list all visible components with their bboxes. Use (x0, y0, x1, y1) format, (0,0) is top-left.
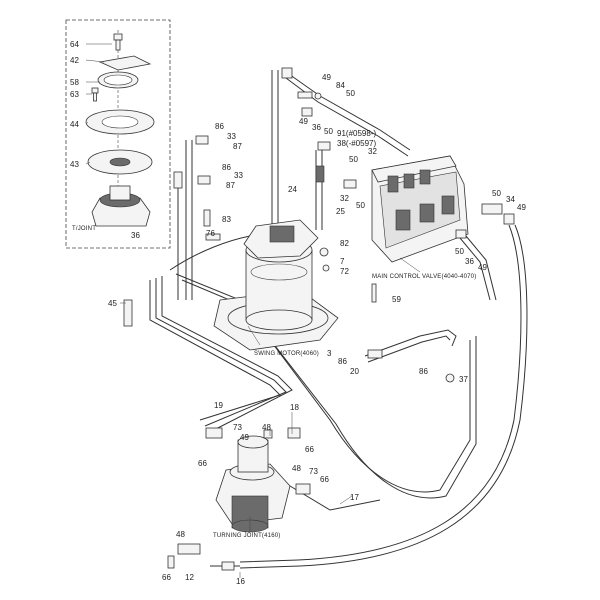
callout-16: 16 (236, 577, 245, 586)
callout-50: 50 (455, 247, 464, 256)
callout-labels: 49 84 50 49 36 50 91(#0598-) 38(-#0597) … (108, 73, 526, 586)
callout-86: 86 (215, 122, 224, 131)
callout-18: 18 (290, 403, 299, 412)
callout-49: 49 (478, 263, 487, 272)
callout-66: 66 (162, 573, 171, 582)
callout-50: 50 (324, 127, 333, 136)
callout-72: 72 (340, 267, 349, 276)
callout-87: 87 (226, 181, 235, 190)
callout-73: 73 (309, 467, 318, 476)
callout-66: 66 (320, 475, 329, 484)
caption-swing-motor: SWING MOTOR(4060) (254, 351, 319, 357)
callout-33: 33 (227, 132, 236, 141)
bolt-64-icon (113, 33, 123, 51)
leader-lines (120, 257, 421, 578)
callout-87: 87 (233, 142, 242, 151)
callout-7: 7 (340, 257, 345, 266)
callout-50: 50 (492, 189, 501, 198)
swing-motor-icon (213, 219, 339, 351)
callout-50: 50 (346, 89, 355, 98)
callout-38: 38(-#0597) (337, 139, 376, 148)
inset-caption-tjoint: T/JOINT (72, 226, 96, 232)
callout-20: 20 (350, 367, 359, 376)
callout-32: 32 (340, 194, 349, 203)
callout-32: 32 (368, 147, 377, 156)
inset-label-42: 42 (70, 56, 79, 65)
inset-label-64: 64 (70, 40, 79, 49)
callout-19: 19 (214, 401, 223, 410)
callout-48: 48 (292, 464, 301, 473)
callout-25: 25 (336, 207, 345, 216)
inset-panel: 64 42 58 63 44 43 T/JOINT 36 (65, 19, 171, 249)
callout-86: 86 (419, 367, 428, 376)
caption-turning-joint: TURNING JOINT(4160) (213, 533, 280, 539)
callout-34: 34 (506, 195, 515, 204)
callout-24: 24 (288, 185, 297, 194)
fittings (123, 67, 515, 571)
callout-12: 12 (185, 573, 194, 582)
callout-45: 45 (108, 299, 117, 308)
callout-50: 50 (356, 201, 365, 210)
inset-label-63: 63 (70, 90, 79, 99)
callout-83: 83 (222, 215, 231, 224)
callout-37: 37 (459, 375, 468, 384)
inset-label-43: 43 (70, 160, 79, 169)
callout-36: 36 (312, 123, 321, 132)
main-control-valve-icon (371, 155, 469, 263)
callout-49: 49 (322, 73, 331, 82)
callout-49: 49 (240, 433, 249, 442)
callout-48: 48 (262, 423, 271, 432)
bolt-63-icon (91, 87, 99, 102)
callout-50: 50 (349, 155, 358, 164)
callout-73: 73 (233, 423, 242, 432)
callout-49: 49 (517, 203, 526, 212)
turning-joint-icon (215, 435, 291, 533)
inset-label-58: 58 (70, 78, 79, 87)
callout-86: 86 (338, 357, 347, 366)
callout-33: 33 (234, 171, 243, 180)
bracket-42-icon (98, 55, 152, 71)
callout-84: 84 (336, 81, 345, 90)
callout-3: 3 (327, 349, 332, 358)
inset-label-36: 36 (131, 231, 140, 240)
callout-48: 48 (176, 530, 185, 539)
turning-joint-inset-icon (91, 185, 151, 227)
callout-66: 66 (305, 445, 314, 454)
callout-59: 59 (392, 295, 401, 304)
callout-76: 76 (206, 229, 215, 238)
callout-86: 86 (222, 163, 231, 172)
callout-49: 49 (299, 117, 308, 126)
callout-82: 82 (340, 239, 349, 248)
callout-36: 36 (465, 257, 474, 266)
callout-91: 91(#0598-) (337, 129, 376, 138)
caption-main-control-valve: MAIN CONTROL VALVE(4040-4070) (372, 274, 476, 280)
callout-17: 17 (350, 493, 359, 502)
callout-66: 66 (198, 459, 207, 468)
inset-label-44: 44 (70, 120, 79, 129)
